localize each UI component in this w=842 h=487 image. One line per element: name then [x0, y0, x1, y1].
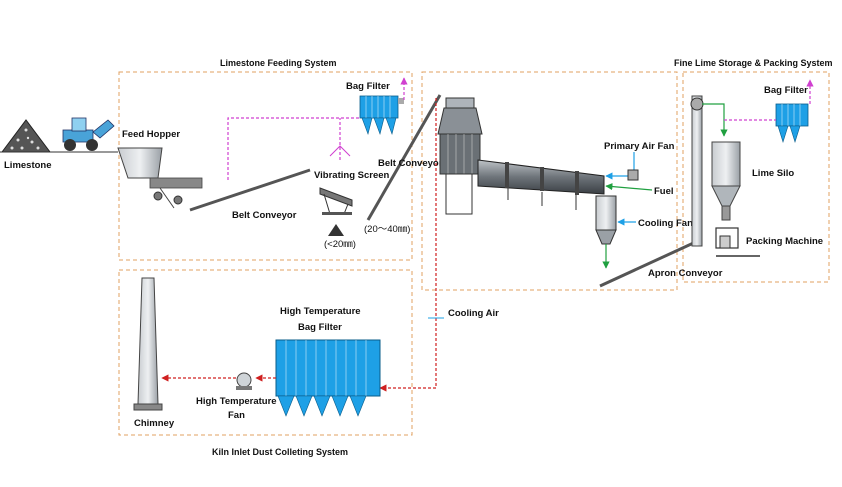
chimney — [133, 277, 163, 411]
bag-filter-storage — [775, 103, 809, 144]
ht-bag-filter — [275, 339, 381, 417]
ht-fan-label-1: High Temperature — [196, 396, 277, 407]
bucket-elevator — [690, 95, 704, 247]
preheater — [437, 97, 483, 215]
bag-filter-feed — [359, 95, 404, 136]
apron-conveyor-label: Apron Conveyor — [648, 268, 723, 279]
ht-bag-filter-label-1: High Temperature — [280, 306, 361, 317]
dust-system-title: Kiln Inlet Dust Colleting System — [212, 447, 348, 457]
size-small-label: (<20㎜) — [324, 239, 356, 250]
limestone-label: Limestone — [4, 160, 52, 171]
chimney-label: Chimney — [134, 418, 175, 429]
packing-machine — [715, 227, 760, 257]
lime-silo-label: Lime Silo — [752, 168, 794, 179]
dust-system-boundary — [118, 269, 413, 436]
belt-conveyor-2 — [366, 94, 442, 221]
ht-fan-label-2: Fan — [228, 410, 245, 421]
apron-conveyor — [599, 238, 701, 288]
ht-bag-filter-label-2: Bag Filter — [298, 322, 342, 333]
ht-fan — [236, 372, 252, 390]
feeding-system-title: Limestone Feeding System — [220, 58, 337, 68]
kiln-exhaust-duct — [379, 98, 437, 392]
belt-conveyor-2-label: Belt Conveyor — [378, 158, 443, 169]
vertical-cooler — [595, 195, 617, 245]
elevator-to-silo — [702, 103, 728, 137]
wheel-loader — [62, 117, 115, 151]
vibrating-screen-label: Vibrating Screen — [314, 170, 390, 181]
feed-hopper-label: Feed Hopper — [122, 129, 180, 140]
primary-air-fan — [627, 169, 639, 181]
storage-system-boundary — [682, 71, 830, 283]
primary-air-fan-label: Primary Air Fan — [604, 141, 675, 152]
dust-duct-feed — [227, 117, 360, 180]
cooling-air-label: Cooling Air — [448, 308, 499, 319]
kiln-system-boundary — [421, 71, 678, 291]
rotary-kiln — [477, 159, 605, 210]
screen-fines-pile — [328, 224, 344, 236]
lime-silo — [711, 141, 741, 221]
cooling-fan-label: Cooling Fan — [638, 218, 693, 229]
fuel-label: Fuel — [654, 186, 674, 197]
fuel-line — [605, 182, 653, 191]
vibrating-screen — [319, 187, 353, 215]
size-large-label: (20～40㎜) — [364, 224, 410, 235]
bag-filter-feed-label: Bag Filter — [346, 81, 390, 92]
feeding-system-boundary — [118, 71, 413, 261]
bag-filter-storage-label: Bag Filter — [764, 85, 808, 96]
dust-duct-screen-b — [329, 145, 351, 157]
feed-hopper — [117, 147, 203, 209]
belt-conveyor-1 — [189, 168, 311, 212]
limestone-pile — [1, 119, 51, 153]
packing-machine-label: Packing Machine — [746, 236, 823, 247]
belt-conveyor-1-label: Belt Conveyor — [232, 210, 297, 221]
storage-system-title: Fine Lime Storage & Packing System — [674, 58, 833, 68]
